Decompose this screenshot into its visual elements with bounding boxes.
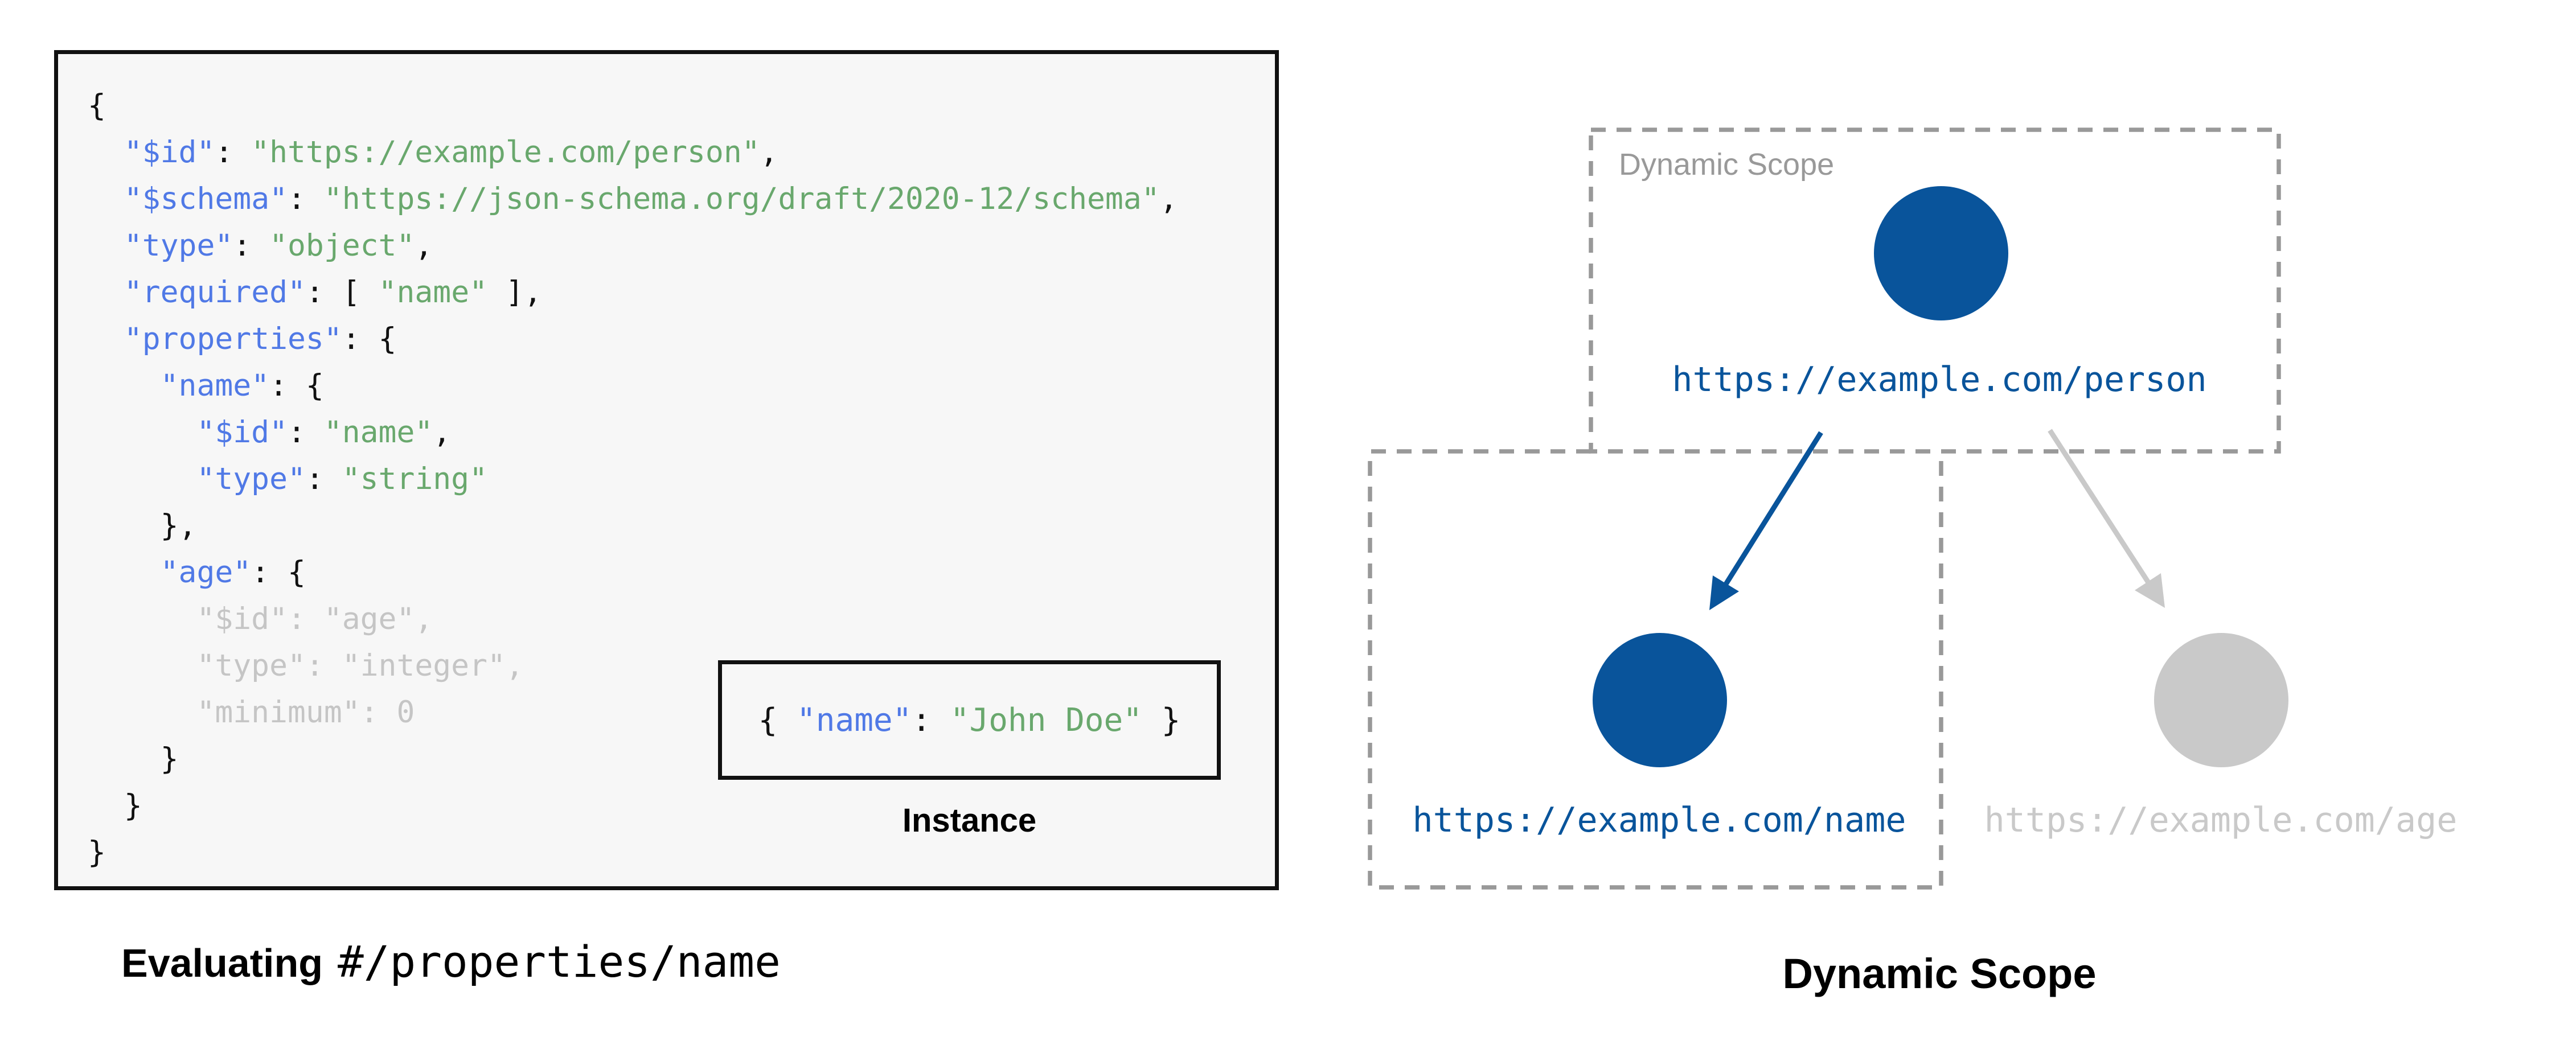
dynamic-scope-inline-label: Dynamic Scope [1619,147,1835,182]
code-line: "$id": "https://example.com/person", [88,129,1178,176]
code-token: "name" [160,368,270,403]
code-token: "properties" [124,322,342,356]
code-token: : { [251,555,306,590]
arrow-person-to-name-head [1709,575,1739,610]
node-age [2154,633,2288,767]
code-token: { [758,701,797,739]
code-token: "string" [342,462,488,496]
code-line: "$id": "age", [88,596,1178,643]
code-line: "$schema": "https://json-schema.org/draf… [88,176,1178,223]
instance-box: { "name": "John Doe" } [718,660,1221,780]
code-line: } [88,736,1178,783]
code-token: : [912,701,950,739]
code-token: "required" [124,275,306,310]
code-token: : { [269,368,324,403]
node-person [1874,186,2008,320]
code-token: } [1142,701,1181,739]
code-token: , [433,415,452,450]
code-line: "type": "object", [88,223,1178,269]
code-token [88,135,124,170]
code-token [88,415,196,450]
code-token: "name" [378,275,488,310]
evaluating-pointer: #/properties/name [337,936,781,987]
code-token: "$id" [196,415,288,450]
code-token: , [760,135,778,170]
arrow-person-to-name [1722,431,1823,589]
code-token: "minimum": 0 [88,695,415,730]
code-token [88,275,124,310]
code-line: "name": { [88,363,1178,409]
code-token [88,182,124,216]
code-line: } [88,783,1178,829]
code-line: "type": "string" [88,456,1178,503]
dynamic-scope-caption: Dynamic Scope [1782,950,2097,997]
code-token: "$id" [124,135,215,170]
code-line: }, [88,503,1178,549]
code-token: } [88,788,142,823]
code-token [88,555,161,590]
code-token: "type" [124,228,233,263]
arrow-person-to-age-head [2135,573,2165,608]
code-line: "properties": { [88,316,1178,363]
code-token [88,462,196,496]
schema-code: { "$id": "https://example.com/person", "… [88,83,1178,876]
code-token: : [305,462,342,496]
node-age-label: https://example.com/age [1984,800,2458,840]
instance-label: Instance [902,802,1037,839]
dynamic-scope-upper-box [1589,127,2281,454]
evaluating-label: Evaluating [121,941,323,985]
code-token [88,368,161,403]
code-token: "type" [196,462,306,496]
code-line: "required": [ "name" ], [88,269,1178,316]
code-token: "name" [323,415,433,450]
code-line: } [88,829,1178,876]
node-name-label: https://example.com/name [1412,800,1906,840]
code-token: "type": "integer", [88,648,524,683]
code-token: }, [88,508,197,543]
code-line: "minimum": 0 [88,689,1178,736]
code-token: "$schema" [124,182,288,216]
code-token: , [1159,182,1178,216]
code-token: "$id": "age", [88,602,433,636]
code-line: { [88,83,1178,129]
schema-panel: { "$id": "https://example.com/person", "… [54,50,1279,890]
code-token: , [415,228,433,263]
code-line: "type": "integer", [88,643,1178,689]
code-token: : { [342,322,397,356]
code-token: "https://example.com/person" [251,135,760,170]
code-token: : [288,415,324,450]
code-token: } [88,742,179,776]
code-token: : [ [305,275,379,310]
code-token: ], [487,275,542,310]
evaluating-caption: Evaluating #/properties/name [121,936,781,987]
code-token: : [233,228,270,263]
code-token: "name" [797,701,912,739]
arrow-person-to-age [2048,429,2152,587]
code-token: "John Doe" [950,701,1142,739]
instance-code: { "name": "John Doe" } [758,702,1181,739]
code-token: { [88,88,106,123]
code-line: "$id": "name", [88,409,1178,456]
code-token: "object" [269,228,415,263]
node-name [1593,633,1727,767]
code-token: "https://json-schema.org/draft/2020-12/s… [323,182,1160,216]
code-token: : [288,182,324,216]
code-line: "age": { [88,549,1178,596]
code-token: "age" [160,555,252,590]
node-person-label: https://example.com/person [1672,360,2207,400]
code-token [88,228,124,263]
code-token: : [215,135,252,170]
code-token [88,322,124,356]
code-token: } [88,835,106,870]
